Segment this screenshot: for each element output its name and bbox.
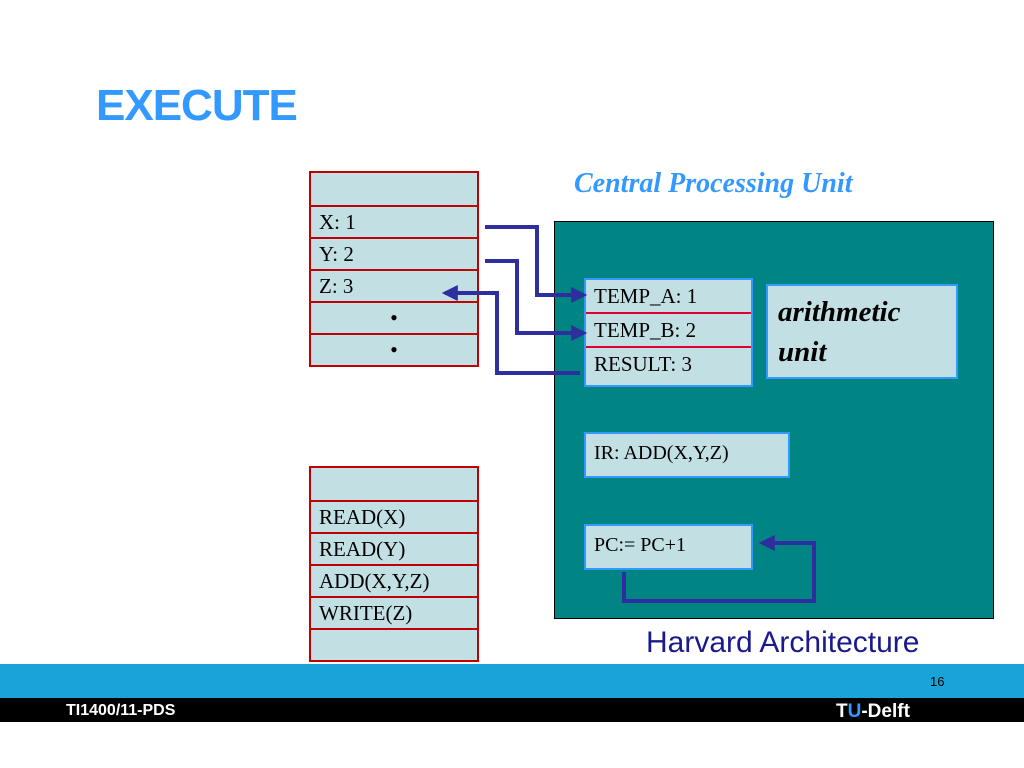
program-memory-row: READ(Y) — [311, 532, 477, 564]
data-memory-row-x: X: 1 — [311, 205, 477, 237]
program-memory: READ(X) READ(Y) ADD(X,Y,Z) WRITE(Z) — [309, 466, 479, 662]
instruction-register-label: IR: ADD(X,Y,Z) — [594, 442, 729, 464]
data-memory-row-y: Y: 2 — [311, 237, 477, 269]
arrow-pc-increment — [622, 535, 816, 603]
cpu-label: Central Processing Unit — [574, 168, 853, 199]
temp-a-register: TEMP_A: 1 — [586, 280, 751, 314]
arrow-result-to-z — [441, 285, 580, 375]
alu-label-line1: arithmetic — [778, 296, 901, 328]
slide-title: EXECUTE — [96, 81, 298, 130]
program-memory-row: WRITE(Z) — [311, 596, 477, 628]
alu-label-line2: unit — [778, 336, 827, 368]
data-memory-row-z: Z: 3 — [311, 269, 477, 301]
program-memory-row: ADD(X,Y,Z) — [311, 564, 477, 596]
page-number: 16 — [930, 674, 945, 689]
data-memory-ellipsis: • — [311, 301, 477, 333]
arrow-y-to-temp-b — [485, 259, 588, 341]
data-memory: X: 1 Y: 2 Z: 3 • • — [309, 171, 479, 367]
data-memory-ellipsis: • — [311, 333, 477, 365]
temp-registers: TEMP_A: 1 TEMP_B: 2 RESULT: 3 — [584, 278, 753, 387]
course-code: TI1400/11-PDS — [66, 702, 176, 719]
arithmetic-unit: arithmetic unit — [766, 284, 958, 379]
footer-band — [0, 664, 1024, 698]
tu-delft-logo: TU-Delft — [836, 701, 910, 723]
instruction-register: IR: ADD(X,Y,Z) — [584, 432, 790, 478]
arrow-x-to-temp-a — [485, 225, 588, 303]
brand-rest: -Delft — [861, 701, 910, 722]
brand-t: T — [836, 701, 848, 722]
temp-b-register: TEMP_B: 2 — [586, 314, 751, 348]
program-counter-label: PC:= PC+1 — [594, 534, 687, 556]
result-register: RESULT: 3 — [594, 352, 692, 376]
brand-u: U — [847, 701, 862, 722]
architecture-caption: Harvard Architecture — [646, 626, 920, 659]
program-counter: PC:= PC+1 — [584, 524, 753, 570]
program-memory-row: READ(X) — [311, 500, 477, 532]
program-memory-row — [311, 628, 477, 660]
footer-bar — [0, 698, 1024, 722]
